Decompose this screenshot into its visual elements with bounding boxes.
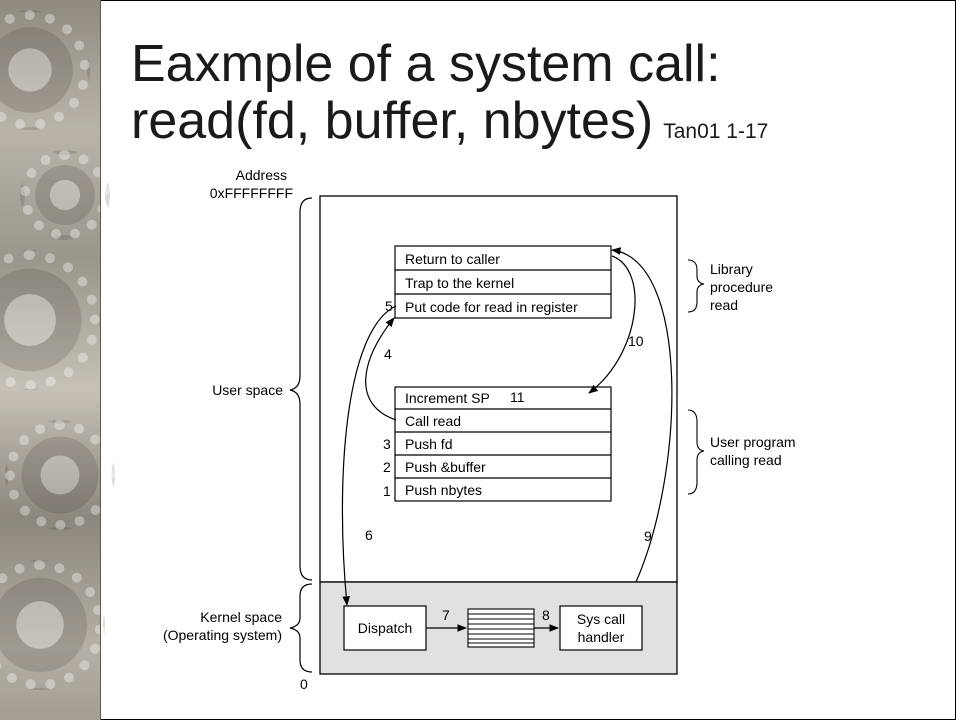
address-bottom: 0 xyxy=(300,676,308,692)
sys-call-handler-box xyxy=(559,605,643,651)
row-return-to-caller: Return to caller xyxy=(405,251,500,267)
handler-label-1: Sys call xyxy=(577,611,625,627)
row-increment-sp: Increment SP xyxy=(405,390,490,406)
handler-label-2: handler xyxy=(578,629,625,645)
arrow-step-9 xyxy=(611,247,673,583)
kernel-space-label: Kernel space xyxy=(200,609,282,625)
step-6: 6 xyxy=(365,527,373,543)
step-1: 1 xyxy=(383,483,391,499)
dispatch-box xyxy=(343,605,427,651)
user-program-brace xyxy=(687,409,705,495)
title-line-1: Eaxmple of a system call: xyxy=(131,35,721,93)
title-line-2: read(fd, buffer, nbytes) Tan01 1-17 xyxy=(131,93,921,160)
dispatch-label: Dispatch xyxy=(358,620,412,636)
gear-icon xyxy=(20,150,110,240)
step-5: 5 xyxy=(385,298,393,314)
step-9: 9 xyxy=(644,528,652,544)
step-3: 3 xyxy=(383,436,391,452)
step-11: 11 xyxy=(510,389,525,405)
step-4: 4 xyxy=(384,346,392,362)
arrow-step-10 xyxy=(588,255,636,394)
slide-title: Eaxmple of a system call: read(fd, buffe… xyxy=(131,36,921,160)
library-procedure-brace xyxy=(687,259,705,313)
library-procedure-label-3: read xyxy=(710,297,738,313)
user-space-label: User space xyxy=(212,382,283,398)
kernel-space-brace xyxy=(289,583,313,673)
row-push-fd: Push fd xyxy=(405,436,452,452)
address-top: 0xFFFFFFFF xyxy=(210,185,293,201)
user-space-brace xyxy=(289,197,313,581)
title-call-signature: read(fd, buffer, nbytes) xyxy=(131,92,654,150)
step-7: 7 xyxy=(442,607,450,623)
dispatch-table xyxy=(467,608,535,648)
row-push-nbytes: Push nbytes xyxy=(405,482,482,498)
row-call-read: Call read xyxy=(405,413,461,429)
row-push-buffer: Push &buffer xyxy=(405,459,486,475)
arrow-step-6 xyxy=(341,305,397,606)
step-2: 2 xyxy=(383,459,391,475)
row-put-code-in-register: Put code for read in register xyxy=(405,299,578,315)
title-reference: Tan01 1-17 xyxy=(663,120,769,143)
user-program-label-2: calling read xyxy=(710,452,782,468)
side-band-divider xyxy=(100,0,101,720)
address-label: Address xyxy=(236,167,287,183)
kernel-space-sublabel: (Operating system) xyxy=(163,627,282,643)
arrow-step-4 xyxy=(365,317,397,421)
step-10: 10 xyxy=(628,333,644,349)
step-8: 8 xyxy=(542,607,550,623)
library-procedure-label-1: Library xyxy=(710,261,753,277)
row-trap-to-kernel: Trap to the kernel xyxy=(405,275,514,291)
gear-icon xyxy=(5,420,115,530)
user-program-table: Increment SP Call read Push fd Push &buf… xyxy=(394,386,612,502)
library-procedure-label-2: procedure xyxy=(710,279,773,295)
library-procedure-table: Return to caller Trap to the kernel Put … xyxy=(394,245,612,319)
user-program-label-1: User program xyxy=(710,434,796,450)
gear-icon xyxy=(0,10,90,130)
